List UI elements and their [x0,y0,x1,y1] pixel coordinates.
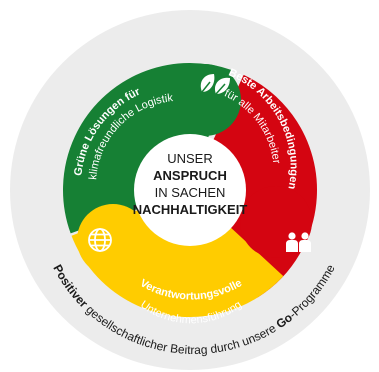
people-icon [286,232,311,252]
center-line-2: ANSPRUCH [153,168,227,183]
center-line-1: UNSER [167,151,213,166]
globe-icon [88,228,112,252]
center-line-3: IN SACHEN [155,185,226,200]
center-disc [134,134,246,246]
center-line-4: NACHHALTIGKEIT [133,202,248,217]
cap-yellow-over-green [77,204,149,276]
leaves-icon [200,74,230,95]
